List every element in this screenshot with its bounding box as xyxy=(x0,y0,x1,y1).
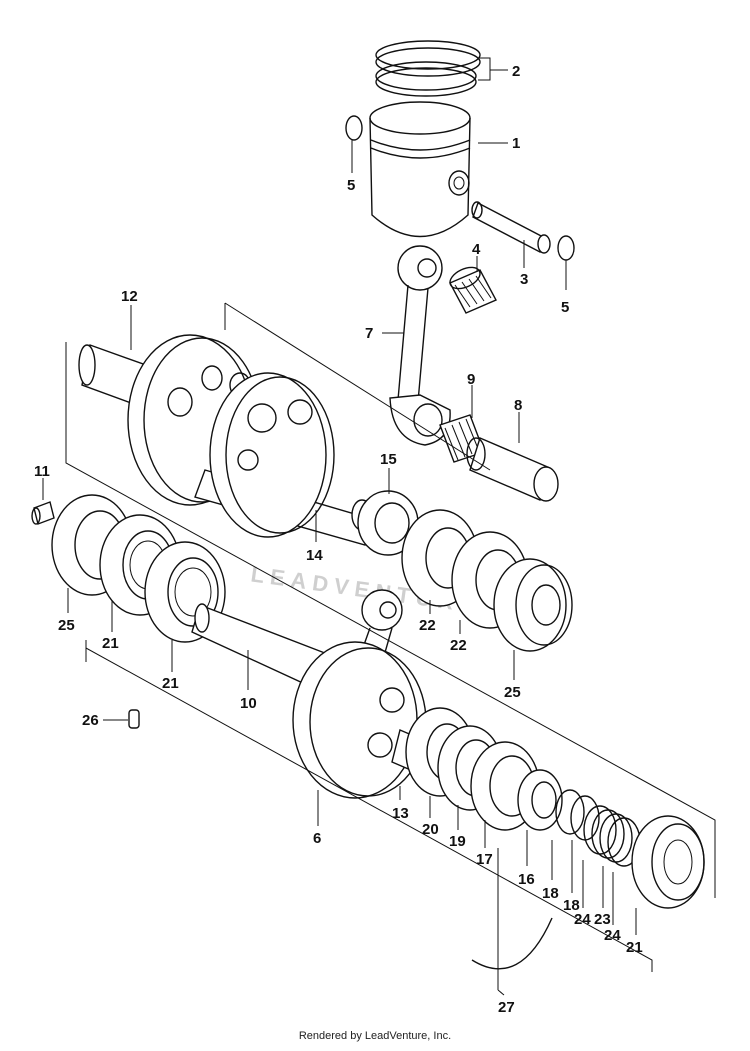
callout-2: 2 xyxy=(512,63,520,80)
callout-15: 15 xyxy=(380,451,397,468)
callout-19: 19 xyxy=(449,833,466,850)
callout-18-b: 18 xyxy=(563,897,580,914)
connecting-rod xyxy=(389,245,451,446)
callout-12: 12 xyxy=(121,288,138,305)
callout-22-b: 22 xyxy=(450,637,467,654)
piston xyxy=(369,101,471,238)
circlip-left xyxy=(345,115,363,141)
callout-labels: 1 2 3 4 5 5 6 7 8 9 10 11 12 13 14 15 16… xyxy=(34,63,643,1016)
callout-17: 17 xyxy=(476,851,493,868)
piston-rings xyxy=(375,40,481,97)
callout-13: 13 xyxy=(392,805,409,822)
callout-8: 8 xyxy=(514,397,522,414)
callout-25-a: 25 xyxy=(58,617,75,634)
callout-5-right: 5 xyxy=(561,299,569,316)
callout-26: 26 xyxy=(82,712,99,729)
spacer-16 xyxy=(517,769,563,831)
callout-9: 9 xyxy=(467,371,475,388)
crank-pin xyxy=(466,437,559,502)
callout-20: 20 xyxy=(422,821,439,838)
half-clip-27 xyxy=(471,917,553,970)
circlip-right xyxy=(557,235,575,261)
bearing-25-right xyxy=(493,558,573,652)
small-end-bearing xyxy=(449,266,497,314)
callout-6: 6 xyxy=(313,830,321,847)
leader-lines xyxy=(42,57,637,996)
callout-7: 7 xyxy=(365,325,373,342)
dowel-pin-26 xyxy=(128,709,140,729)
callout-23: 23 xyxy=(594,911,611,928)
callout-5-top: 5 xyxy=(347,177,355,194)
callout-21-b: 21 xyxy=(162,675,179,692)
upper-crankshaft xyxy=(78,334,376,546)
callout-27: 27 xyxy=(498,999,515,1016)
callout-14: 14 xyxy=(306,547,323,564)
callout-24-a: 24 xyxy=(574,911,591,928)
callout-24-b: 24 xyxy=(604,927,621,944)
callout-21-c: 21 xyxy=(626,939,643,956)
callout-1: 1 xyxy=(512,135,520,152)
callout-11: 11 xyxy=(34,463,50,480)
callout-25-b: 25 xyxy=(504,684,521,701)
footer-credit: Rendered by LeadVenture, Inc. xyxy=(298,1030,452,1042)
callout-16: 16 xyxy=(518,871,535,888)
callout-21-a: 21 xyxy=(102,635,119,652)
callout-22-a: 22 xyxy=(419,617,436,634)
callout-4: 4 xyxy=(472,241,481,258)
assembly-frames xyxy=(65,302,716,972)
pin-11 xyxy=(31,501,55,525)
callout-3: 3 xyxy=(520,271,528,288)
callout-10: 10 xyxy=(240,695,257,712)
bearing-21-right xyxy=(631,815,705,909)
callout-18-a: 18 xyxy=(542,885,559,902)
piston-pin xyxy=(471,201,551,254)
